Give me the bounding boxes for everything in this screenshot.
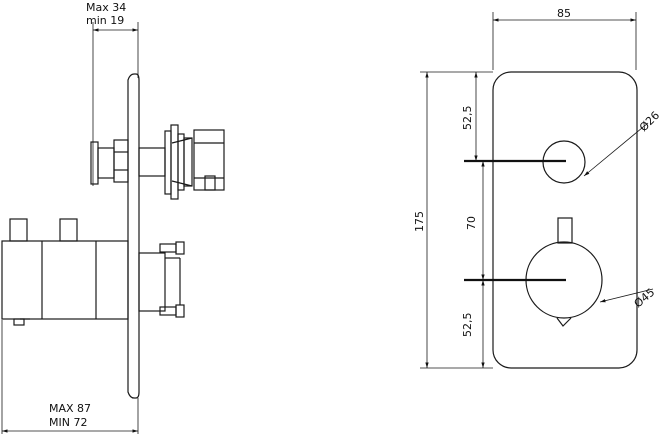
top-dim-max-label: Max 34 <box>86 1 126 14</box>
upper-cartridge <box>164 124 225 200</box>
cover-plate <box>492 71 638 369</box>
diameter-callouts: Ø26 Ø45 <box>583 109 662 311</box>
bottom-spacing-label: 52,5 <box>461 313 474 338</box>
large-knob <box>525 217 603 327</box>
bottom-dim-min-label: MIN 72 <box>49 416 87 429</box>
bottom-depth-dimension: MAX 87 MIN 72 <box>1 320 139 434</box>
spacing-dimensions: 52,5 70 52,5 <box>461 72 485 368</box>
height-dimension: 175 <box>413 71 493 369</box>
lower-valve-body <box>1 218 185 326</box>
upper-valve-handle <box>90 139 166 185</box>
top-depth-dimension: Max 34 min 19 <box>86 1 139 186</box>
bottom-dim-max-label: MAX 87 <box>49 402 91 415</box>
top-spacing-label: 52,5 <box>461 106 474 131</box>
side-view: Max 34 min 19 <box>1 1 225 434</box>
width-label: 85 <box>557 7 571 20</box>
top-dim-min-label: min 19 <box>86 14 124 27</box>
middle-spacing-label: 70 <box>465 216 478 230</box>
wall-plate <box>127 73 140 399</box>
height-label: 175 <box>413 211 426 232</box>
width-dimension: 85 <box>492 7 637 70</box>
front-view: 85 175 52,5 70 52,5 Ø26 Ø45 <box>413 7 662 369</box>
small-diameter-label: Ø26 <box>637 109 662 134</box>
large-diameter-label: Ø45 <box>632 286 658 311</box>
